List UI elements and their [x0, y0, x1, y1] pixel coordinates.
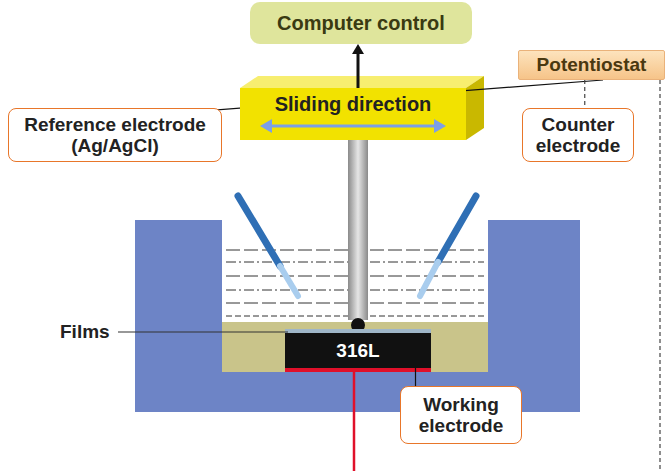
reference-electrode-tip [280, 266, 298, 296]
sample-holder [222, 322, 488, 372]
working-wire [353, 372, 356, 471]
films-leader [118, 331, 288, 332]
potentiostat-box: Potentiostat [518, 50, 665, 80]
arrow-head [352, 44, 364, 54]
electrode-label-box: Counter electrode [522, 108, 634, 162]
electrode-label-box: Reference electrode (Ag/AgCl) [8, 108, 222, 162]
slider-block: Sliding direction [240, 88, 466, 140]
counter-electrode-tip [420, 262, 438, 296]
node-text: Sliding direction [275, 93, 432, 115]
connector-line [415, 368, 416, 386]
connector-line [584, 80, 585, 108]
potentiostat-wire [659, 80, 660, 471]
signal-wire [584, 80, 585, 108]
counter-electrode-tube [438, 196, 476, 262]
electrode-label-box: Working electrode [400, 386, 522, 444]
control-box: Computer control [250, 2, 472, 44]
substrate-block: 316L [285, 333, 431, 368]
reference-electrode-tube [238, 196, 280, 266]
node-text: Reference electrode (Ag/AgCl) [13, 114, 217, 157]
connector-arrow [415, 368, 416, 386]
node-text: Potentiostat [537, 54, 647, 75]
node-text: Working electrode [405, 394, 517, 437]
node-text: Counter electrode [527, 114, 629, 157]
connector-line [357, 52, 360, 88]
connector-arrow [352, 44, 364, 88]
slider-top-face [240, 76, 484, 88]
working-contact [285, 368, 431, 372]
probe-shaft [348, 140, 368, 320]
node-text: 316L [336, 340, 379, 361]
node-text: Computer control [277, 12, 445, 34]
slider-side-face [466, 76, 484, 140]
part-label: Films [60, 321, 110, 343]
